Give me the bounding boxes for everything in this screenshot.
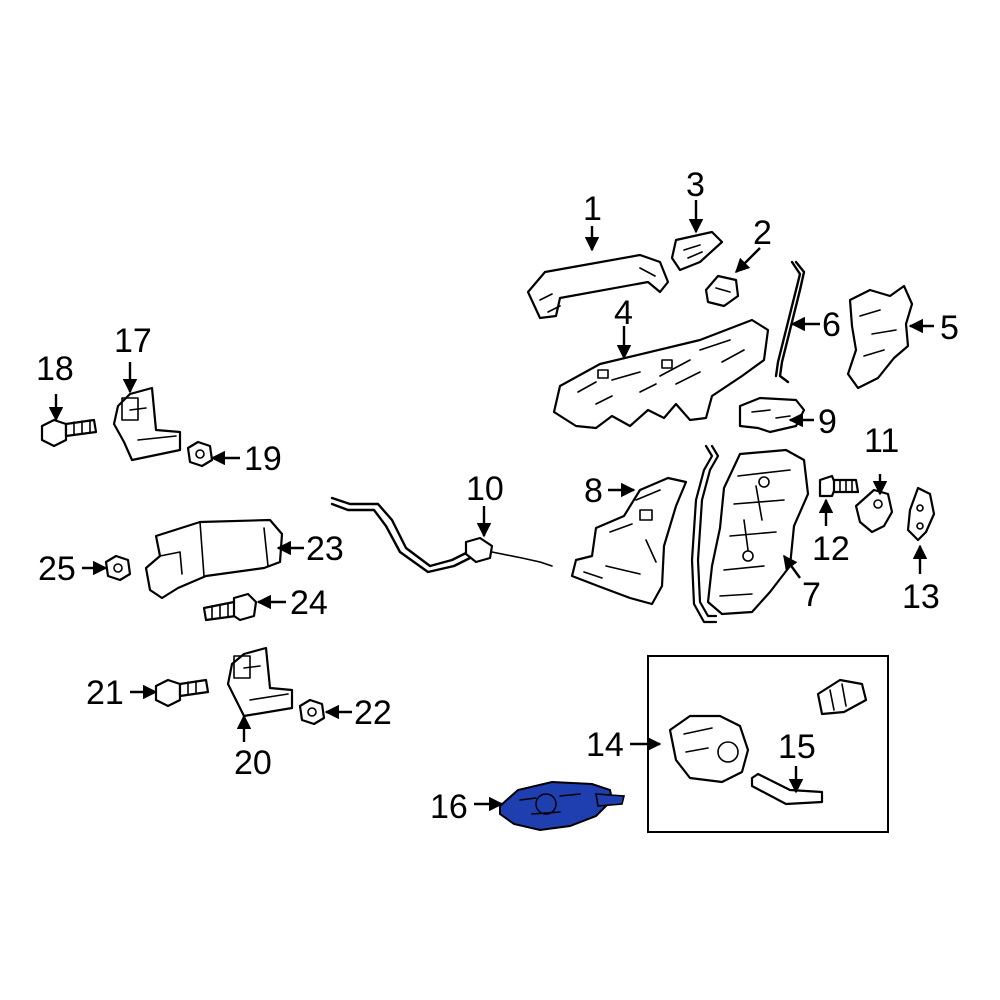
part-11-striker[interactable] xyxy=(854,488,894,534)
part-21-hinge-bolt[interactable] xyxy=(154,678,210,708)
callout-19: 19 xyxy=(244,440,282,478)
callout-16: 16 xyxy=(430,788,468,826)
callout-7: 7 xyxy=(802,576,821,614)
part-14-lock-cylinder[interactable] xyxy=(668,714,750,784)
part-18-hinge-bolt[interactable] xyxy=(40,418,98,448)
callout-2: 2 xyxy=(753,214,772,252)
part-6-rod[interactable] xyxy=(774,260,806,384)
callout-11: 11 xyxy=(864,422,899,460)
part-22-nut[interactable] xyxy=(298,698,326,726)
callout-25: 25 xyxy=(38,550,76,588)
part-16-key-fob[interactable] xyxy=(499,780,626,832)
callout-20: 20 xyxy=(234,744,272,782)
callout-23: 23 xyxy=(306,530,344,568)
callout-labels: 1 2 3 4 5 6 7 8 9 10 11 12 13 14 15 16 1… xyxy=(36,166,959,826)
part-8-latch-bracket[interactable] xyxy=(570,476,688,606)
part-17-upper-hinge[interactable] xyxy=(112,386,182,462)
part-19-nut[interactable] xyxy=(186,440,214,468)
part-7-cable[interactable] xyxy=(690,444,720,624)
callout-5: 5 xyxy=(940,309,959,347)
part-15-key-blade[interactable] xyxy=(750,772,824,806)
callout-12: 12 xyxy=(812,530,850,568)
callout-8: 8 xyxy=(584,472,603,510)
callout-17: 17 xyxy=(114,322,152,360)
part-3-handle-cap[interactable] xyxy=(670,230,724,272)
callout-6: 6 xyxy=(822,306,841,344)
part-23-check-strap[interactable] xyxy=(144,518,284,600)
part-10-release-cable[interactable] xyxy=(330,496,553,574)
part-2-clip[interactable] xyxy=(704,274,740,308)
part-14-tumbler[interactable] xyxy=(816,678,868,716)
part-1-outside-handle[interactable] xyxy=(526,253,670,320)
part-12-bolt[interactable] xyxy=(818,474,860,498)
part-9-lever[interactable] xyxy=(738,396,806,434)
callout-21: 21 xyxy=(86,674,124,712)
callout-10: 10 xyxy=(466,470,504,508)
part-25-nut[interactable] xyxy=(104,554,132,582)
callout-24: 24 xyxy=(290,584,328,622)
callout-4: 4 xyxy=(614,294,633,332)
part-5-bracket[interactable] xyxy=(846,284,914,390)
part-13-shim[interactable] xyxy=(906,486,936,542)
part-7-lock-actuator[interactable] xyxy=(706,448,810,616)
leader-lines xyxy=(48,200,934,812)
callout-15: 15 xyxy=(778,728,816,766)
callout-3: 3 xyxy=(686,166,705,204)
callout-13: 13 xyxy=(902,578,940,616)
part-24-strap-bolt[interactable] xyxy=(202,592,258,622)
callout-22: 22 xyxy=(354,694,392,732)
callout-14: 14 xyxy=(586,726,624,764)
part-4-handle-carrier[interactable] xyxy=(552,318,770,430)
part-20-lower-hinge[interactable] xyxy=(226,646,294,718)
callout-1: 1 xyxy=(583,190,602,228)
callout-9: 9 xyxy=(818,403,837,441)
callout-18: 18 xyxy=(36,350,74,388)
